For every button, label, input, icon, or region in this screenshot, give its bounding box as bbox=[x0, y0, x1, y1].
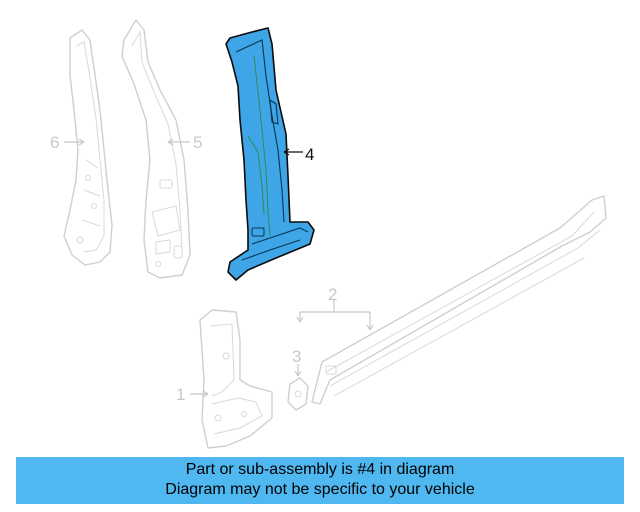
callout-4: 4 bbox=[305, 145, 314, 164]
part-1-lower-pillar bbox=[199, 309, 273, 449]
part-2-rocker-panel bbox=[311, 195, 607, 405]
part-3-bracket bbox=[287, 377, 309, 411]
callout-2: 2 bbox=[328, 285, 337, 304]
callout-leaders bbox=[64, 138, 374, 398]
banner-line-1: Part or sub-assembly is #4 in diagram bbox=[185, 461, 455, 478]
callout-1: 1 bbox=[176, 385, 185, 404]
callout-3: 3 bbox=[292, 347, 301, 366]
banner-line-2: Diagram may not be specific to your vehi… bbox=[165, 481, 475, 498]
part-5-inner-pillar bbox=[121, 19, 191, 279]
info-banner: Part or sub-assembly is #4 in diagram Di… bbox=[16, 457, 624, 504]
part-4-center-pillar[interactable] bbox=[225, 27, 315, 281]
callout-5: 5 bbox=[193, 133, 202, 152]
callout-6: 6 bbox=[50, 133, 59, 152]
part-6-outer-pillar bbox=[63, 29, 113, 266]
